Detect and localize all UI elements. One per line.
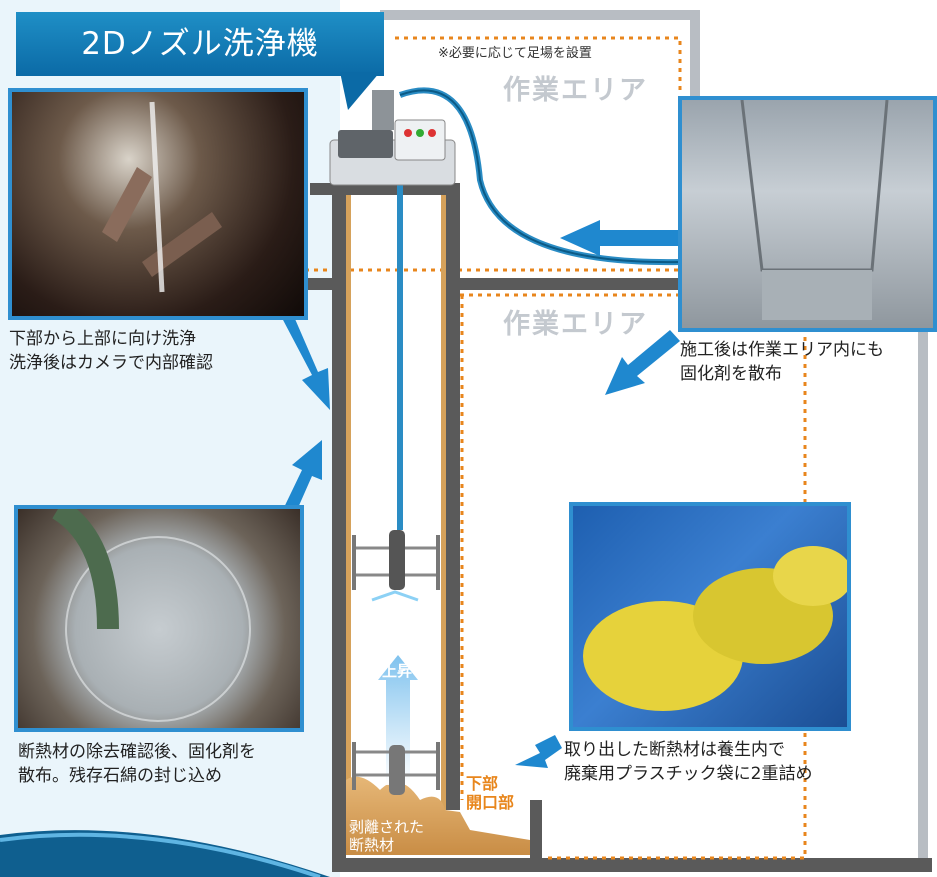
caption-top-left-1: 下部から上部に向け洗浄 [9,329,196,349]
rise-label: 上昇 [382,662,413,680]
caption-bottom-left-2: 散布。残存石綿の封じ込め [18,766,222,786]
bottom-wave [0,830,330,877]
caption-top-right-1: 施工後は作業エリア内にも [680,340,884,360]
work-area-label-top: 作業エリア [503,75,648,106]
photo-work-area [678,96,937,332]
arrow-to-shaft-top [282,312,330,410]
lower-opening-label-2: 開口部 [466,793,515,812]
nozzle-lower [352,742,440,795]
photo-nozzle-illustration [102,101,222,293]
peeled-insulation-label-2: 断熱材 [349,836,395,854]
photo-bags-illustration [583,546,847,711]
photo-area-illustration [740,100,889,320]
shaft-lining-left [346,195,351,855]
shaft-lining-right [441,195,446,810]
caption-top-right-2: 固化剤を散布 [680,364,782,384]
cleaning-machine [329,90,456,186]
lower-opening-label-1: 下部 [466,774,499,793]
shaft-wall-right [446,195,460,810]
enclosure-top-frame [380,10,700,100]
photo-solidifier-spray [14,505,304,732]
mid-area-boundary [460,293,807,860]
photo-nozzle-cleaning [8,88,308,320]
scaffold-note: ※必要に応じて足場を設置 [438,46,592,61]
arrow-to-mid-area [605,330,680,395]
arrow-left-from-area [560,220,680,256]
arrow-from-bottom-left [278,440,322,526]
hose-outline [399,89,681,264]
caption-bottom-left-1: 断熱材の除去確認後、固化剤を [18,742,256,762]
insulation-pile [346,776,530,855]
nozzle-upper [352,530,440,602]
opening-wall [530,800,542,860]
photo-waste-bags [569,502,851,731]
arrow-to-opening [515,735,562,768]
photo-spray-illustration [51,509,251,722]
page-title: 2Dノズル洗浄機 [16,12,384,76]
bottom-wave-line [0,832,321,877]
bottom-slab [332,858,932,872]
shaft-wall-left [332,195,346,870]
caption-bottom-right-1: 取り出した断熱材は養生内で [564,740,785,760]
enclosure-right-frame [918,330,928,860]
title-pointer [340,72,380,110]
arrows [278,220,680,768]
work-area-label-mid: 作業エリア [503,309,648,340]
machine-platform [310,183,460,195]
caption-top-left-2: 洗浄後はカメラで内部確認 [9,353,213,373]
peeled-insulation-label-1: 剥離された [349,818,425,836]
caption-bottom-right-2: 廃棄用プラスチック袋に2重詰め [564,764,813,784]
